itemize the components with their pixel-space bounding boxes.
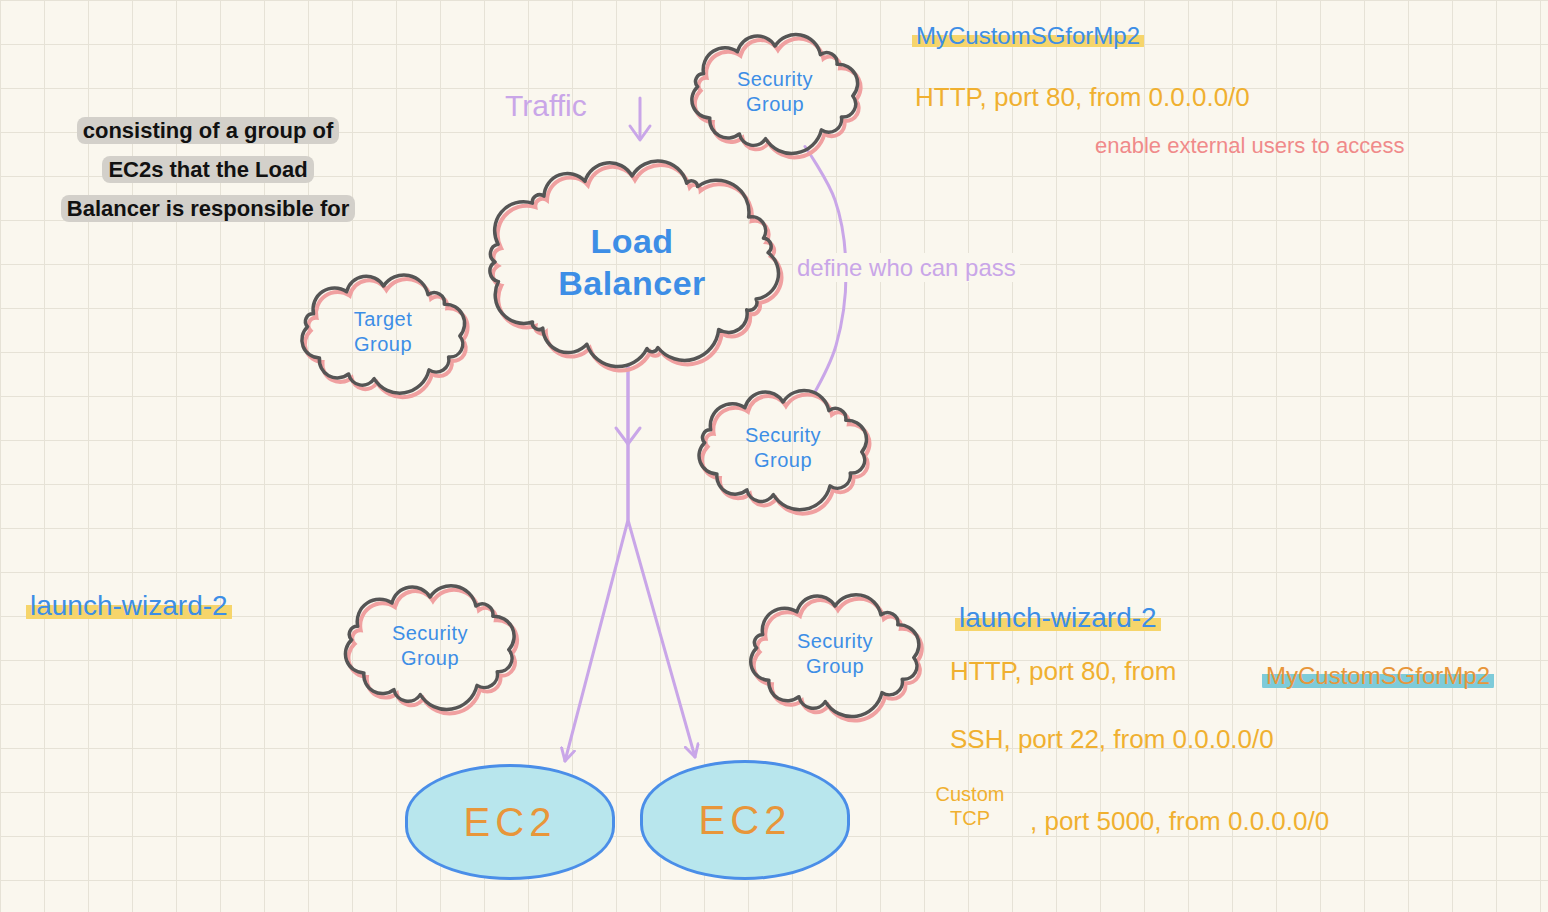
cloud-label: Security Group: [384, 621, 476, 671]
label-box: Custom TCP: [930, 783, 1010, 831]
cloud-border: [692, 34, 858, 153]
rule-text: HTTP, port 80, from: [950, 656, 1176, 686]
rule-text: HTTP, port 80, from 0.0.0.0/0: [915, 82, 1250, 112]
cloud-border: [490, 160, 779, 366]
cloud-outline: [688, 386, 878, 511]
security-group-name: launch-wizard-2: [26, 590, 232, 621]
traffic-arrow: [639, 98, 642, 138]
security-group-name: MyCustomSGforMp2: [1262, 662, 1494, 689]
cloud-label: Load Balancer: [542, 220, 722, 305]
label-box: MyCustomSGforMp2: [1262, 660, 1494, 694]
cloud-label: Target Group: [337, 307, 429, 357]
security-group-cloud: Security Group: [740, 590, 930, 718]
instance-label: EC2: [464, 797, 557, 847]
cloud-outline: [291, 270, 476, 395]
label-box: MyCustomSGforMp2: [912, 20, 1144, 54]
label-box: , port 5000, from 0.0.0.0/0: [1030, 804, 1329, 842]
connector: [565, 367, 628, 762]
label-box: consisting of a group of EC2s that the L…: [58, 112, 358, 229]
label-box: enable external users to access: [1095, 131, 1404, 162]
label-box: Traffic: [505, 86, 587, 130]
cloud-outline: [740, 590, 930, 718]
cloud-label: Security Group: [729, 67, 821, 117]
label-box: HTTP, port 80, from 0.0.0.0/0: [915, 80, 1250, 118]
cloud-outline: [335, 581, 525, 711]
cloud-outline: [681, 30, 869, 155]
security-group-name: launch-wizard-2: [955, 602, 1161, 633]
label-box: launch-wizard-2: [26, 588, 232, 628]
edge-label: define who can pass: [793, 253, 1020, 282]
target-group-cloud: Target Group: [291, 270, 476, 395]
cloud-border: [345, 586, 514, 710]
load-balancer-cloud: Load Balancer: [479, 160, 785, 365]
cloud-label: Security Group: [789, 629, 881, 679]
label-box: launch-wizard-2: [955, 600, 1161, 640]
security-group-cloud: Security Group: [688, 386, 878, 511]
cloud-label: Security Group: [737, 423, 829, 473]
instance-label: EC2: [699, 795, 792, 845]
connector: [628, 367, 695, 758]
cloud-border: [751, 595, 919, 717]
label-box: HTTP, port 80, from: [950, 654, 1176, 692]
ec2-instance: EC2: [405, 764, 615, 880]
rule-text: Custom TCP: [936, 783, 1005, 829]
security-group-cloud: Security Group: [335, 581, 525, 711]
security-group-cloud: Security Group: [681, 30, 869, 155]
label-box: SSH, port 22, from 0.0.0.0/0: [950, 722, 1274, 760]
rule-text: SSH, port 22, from 0.0.0.0/0: [950, 724, 1274, 754]
cloud-outline: [479, 160, 785, 365]
ec2-instance: EC2: [640, 760, 850, 880]
note-text: enable external users to access: [1095, 133, 1404, 158]
edge-label-box: define who can pass: [793, 254, 1020, 282]
traffic-label: Traffic: [505, 89, 587, 122]
cloud-border: [301, 274, 464, 392]
traffic-arrowhead: [630, 126, 650, 140]
cloud-border: [699, 390, 866, 509]
rule-text: , port 5000, from 0.0.0.0/0: [1030, 806, 1329, 836]
note-text: consisting of a group of EC2s that the L…: [61, 117, 355, 222]
security-group-name: MyCustomSGforMp2: [912, 22, 1144, 49]
